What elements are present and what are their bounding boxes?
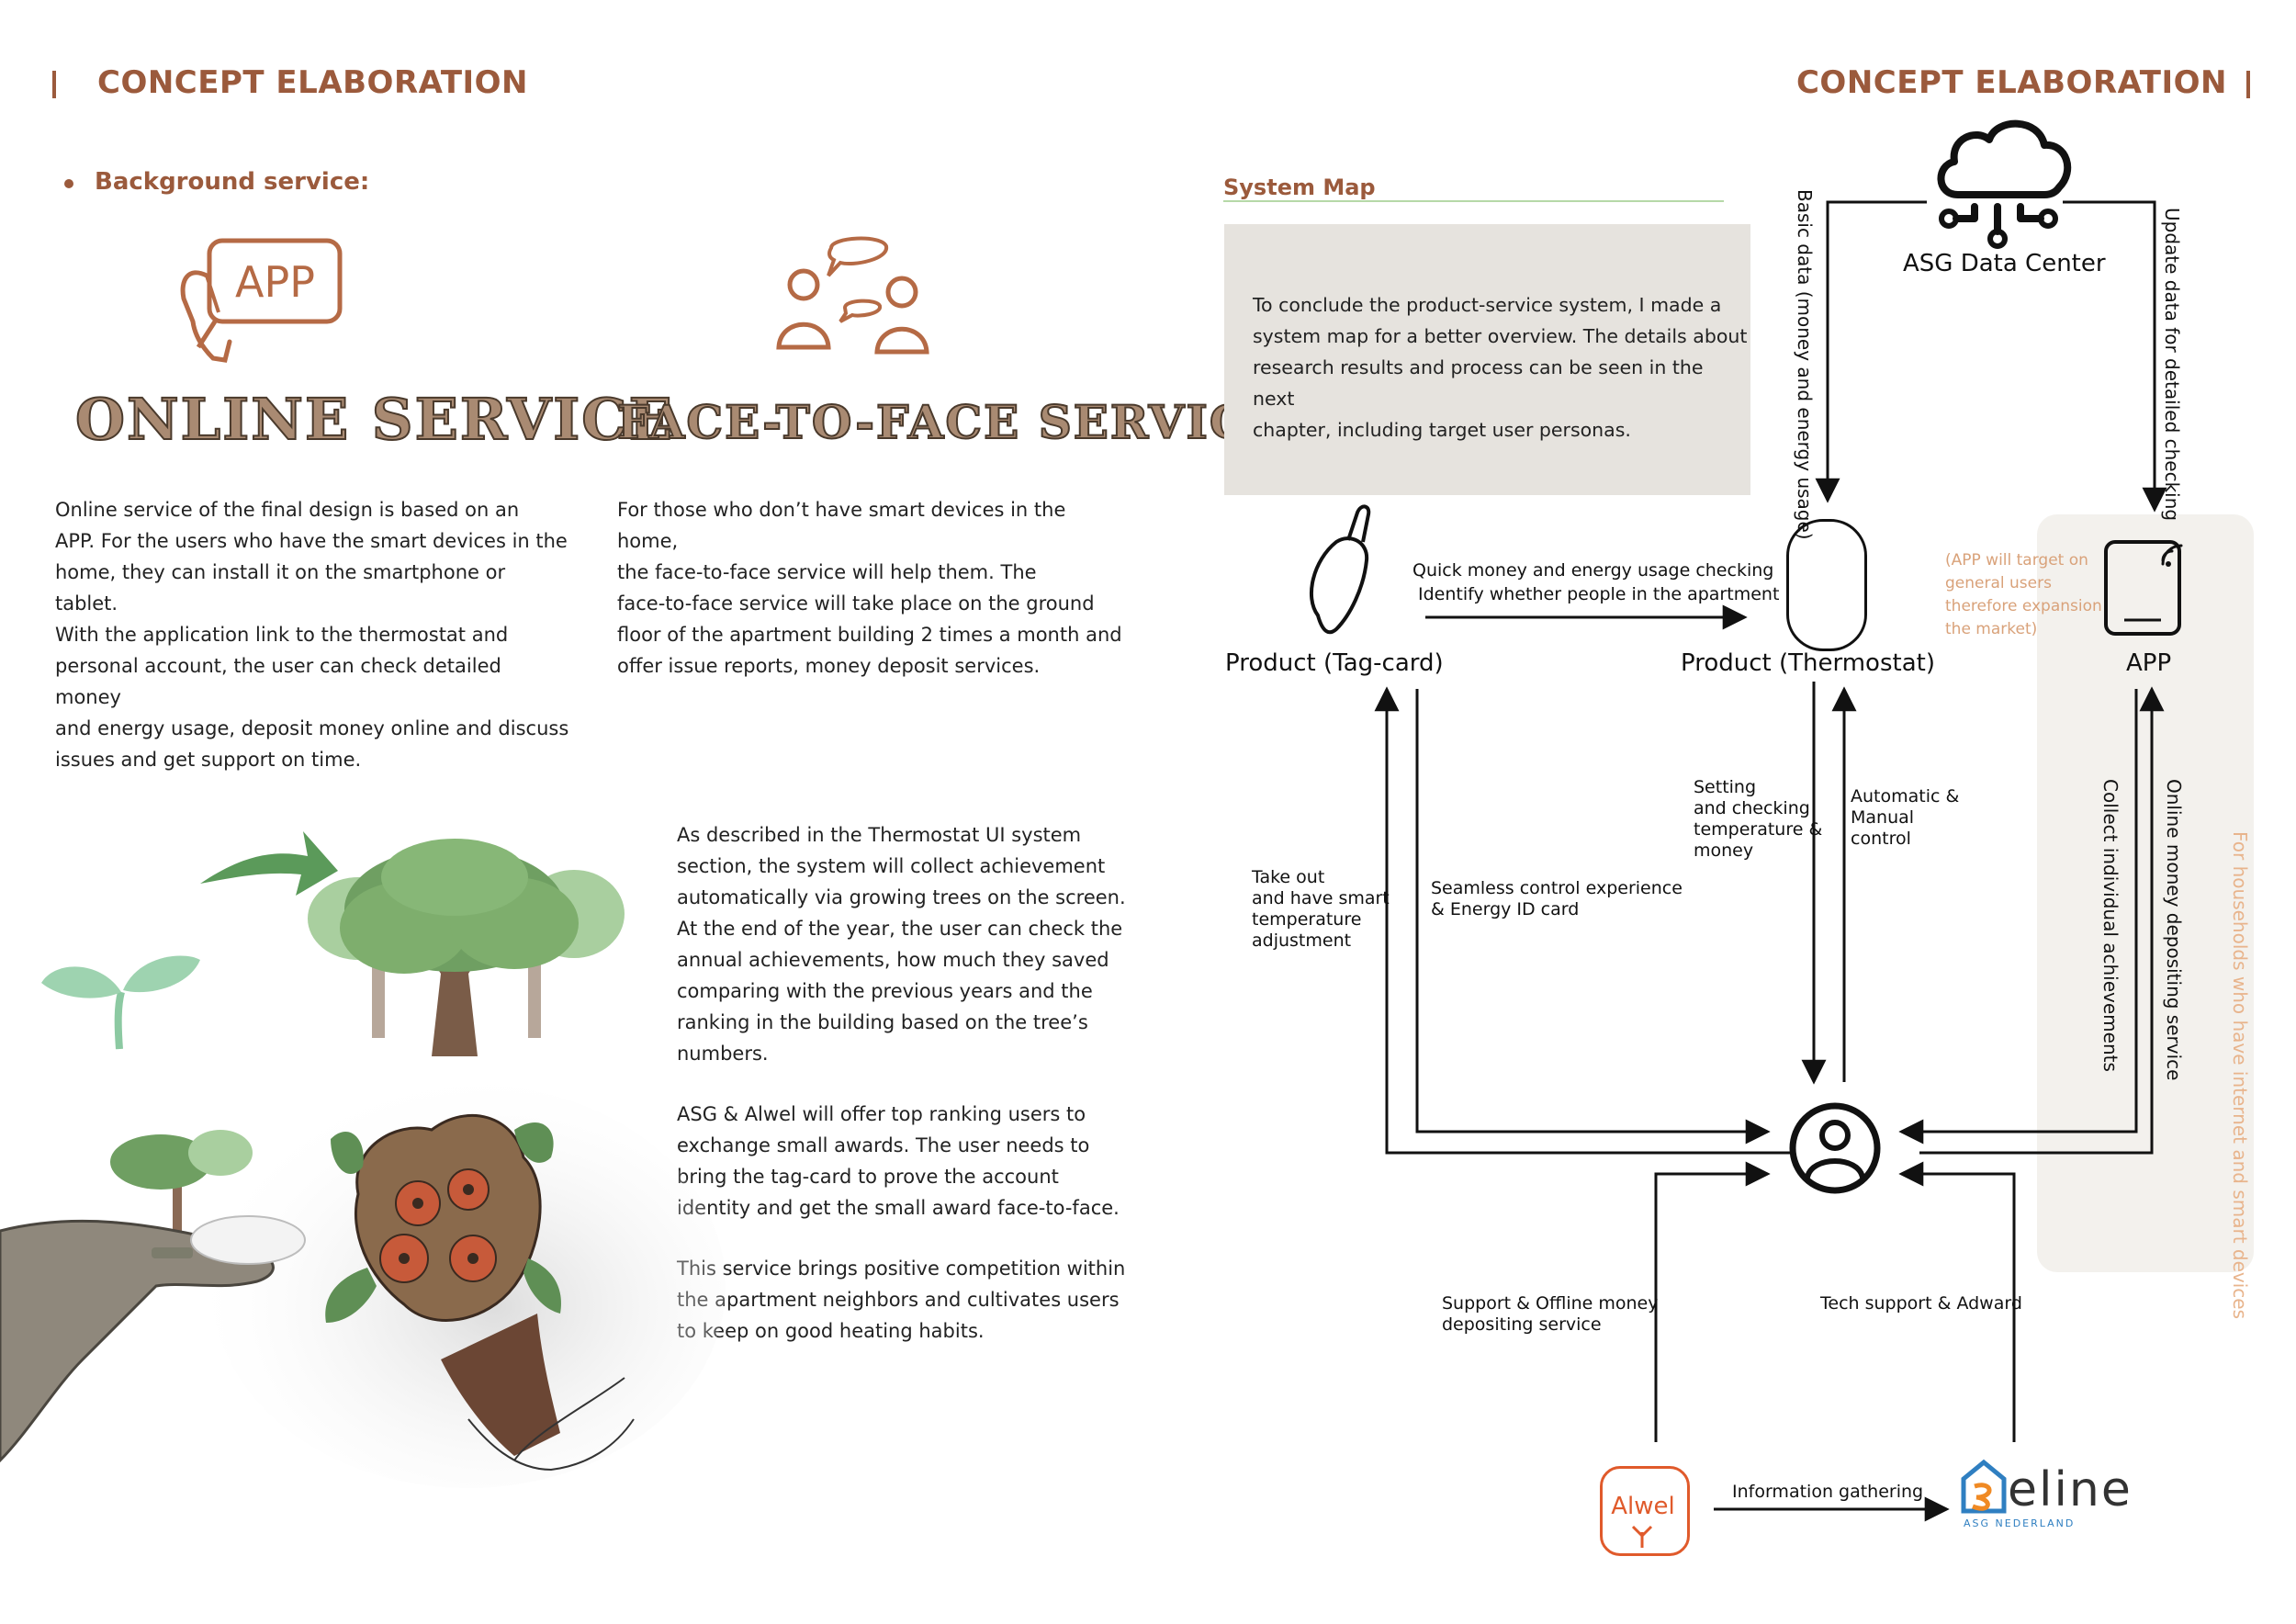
thermostat-icon xyxy=(1786,519,1867,651)
text-line: To conclude the product-service system, … xyxy=(1253,294,1722,316)
text-line: With the application link to the thermos… xyxy=(55,624,509,646)
text-line: (APP will target on xyxy=(1945,551,2088,570)
text-line: identity and get the small award face-to… xyxy=(677,1197,1120,1219)
face-to-face-title: FACE-TO-FACE SERVICE xyxy=(616,394,1285,450)
text-line: APP. For the users who have the smart de… xyxy=(55,530,568,552)
text-line: adjustment xyxy=(1252,930,1352,951)
text-line: system map for a better overview. The de… xyxy=(1253,325,1748,347)
text-line: As described in the Thermostat UI system xyxy=(677,824,1082,846)
text-line: control xyxy=(1851,829,1911,849)
award-text: ASG & Alwel will offer top ranking users… xyxy=(677,1099,1136,1224)
node-app: APP xyxy=(2126,649,2172,677)
text-line: ranking in the building based on the tre… xyxy=(677,1011,1088,1033)
label-tech-support: Tech support & Adward xyxy=(1820,1293,2022,1314)
bullet-dot xyxy=(64,179,73,188)
text-line: automatically via growing trees on the s… xyxy=(677,886,1126,908)
alwel-logo-text: Alwel xyxy=(1611,1493,1675,1520)
text-line: depositing service xyxy=(1442,1314,1602,1335)
label-households: For households who have internet and sma… xyxy=(2229,831,2251,1320)
page-title-left: CONCEPT ELABORATION xyxy=(97,64,529,101)
text-line: This service brings positive competition… xyxy=(677,1257,1126,1280)
label-online-deposit: Online money depositing service xyxy=(2163,779,2185,1081)
text-line: ASG & Alwel will offer top ranking users… xyxy=(677,1103,1086,1125)
text-line: therefore expansion xyxy=(1945,597,2102,615)
label-take-out: Take out and have smart temperature adju… xyxy=(1252,867,1390,952)
text-line: and energy usage, deposit money online a… xyxy=(55,717,569,739)
text-line: Manual xyxy=(1851,807,1915,828)
text-line: floor of the apartment building 2 times … xyxy=(617,624,1122,646)
online-service-title: ONLINE SERVICE xyxy=(74,385,674,454)
label-info-gathering: Information gathering xyxy=(1732,1482,1924,1502)
text-line: annual achievements, how much they saved xyxy=(677,949,1109,971)
node-tag-card: Product (Tag-card) xyxy=(1225,649,1444,677)
text-line: personal account, the user can check det… xyxy=(55,655,501,708)
intro-text: To conclude the product-service system, … xyxy=(1253,289,1749,445)
text-line: face-to-face service will take place on … xyxy=(617,592,1095,615)
eline-logo-subtext: ASG NEDERLAND xyxy=(1964,1517,2076,1529)
system-map-title: System Map xyxy=(1223,175,1376,200)
online-service-text: Online service of the final design is ba… xyxy=(55,494,569,775)
label-setting: Setting and checking temperature & money xyxy=(1694,777,1822,862)
alwel-logo xyxy=(1600,1466,1690,1556)
node-thermostat: Product (Thermostat) xyxy=(1681,649,1935,677)
text-line: chapter, including target user personas. xyxy=(1253,419,1631,441)
text-line: research results and process can be seen… xyxy=(1253,356,1704,410)
node-data-center: ASG Data Center xyxy=(1903,250,2106,277)
header-right-bar xyxy=(2246,71,2250,98)
text-line: Support & Offline money xyxy=(1442,1293,1659,1314)
text-line: Automatic & xyxy=(1851,786,1960,806)
label-basic-data: Basic data (money and energy usage) xyxy=(1794,189,1816,540)
text-line: temperature xyxy=(1252,909,1362,930)
text-line: general users xyxy=(1945,574,2052,592)
header-left-bar xyxy=(52,71,56,98)
text-line: For those who don’t have smart devices i… xyxy=(617,499,1066,552)
label-collect-achievements: Collect individual achievements xyxy=(2099,779,2122,1072)
label-app-target: (APP will target on general users theref… xyxy=(1945,549,2102,641)
label-update-data: Update data for detailed checking xyxy=(2161,208,2183,522)
system-map-underline xyxy=(1223,200,1724,202)
text-line: bring the tag-card to prove the account xyxy=(677,1166,1059,1188)
text-line: & Energy ID card xyxy=(1431,899,1580,919)
text-line: and checking xyxy=(1694,798,1810,818)
text-line: temperature & xyxy=(1694,819,1823,840)
text-line: money xyxy=(1694,840,1754,861)
bullet-background-service: Background service: xyxy=(95,168,370,196)
text-line: home, they can install it on the smartph… xyxy=(55,561,506,615)
label-seamless: Seamless control experience & Energy ID … xyxy=(1431,878,1683,920)
label-quick-check: Quick money and energy usage checking Id… xyxy=(1412,558,1779,606)
page-title-right: CONCEPT ELABORATION xyxy=(1795,64,2227,101)
text-line: Setting xyxy=(1694,777,1757,797)
label-support-offline: Support & Offline money depositing servi… xyxy=(1442,1293,1659,1336)
text-line: Identify whether people in the apartment xyxy=(1418,584,1780,604)
text-line: Online service of the final design is ba… xyxy=(55,499,520,521)
text-line: to keep on good heating habits. xyxy=(677,1320,985,1342)
eline-logo-text: eline xyxy=(2008,1462,2133,1517)
text-line: Quick money and energy usage checking xyxy=(1412,560,1774,581)
text-line: offer issue reports, money deposit servi… xyxy=(617,655,1041,677)
text-line: and have smart xyxy=(1252,888,1390,908)
text-line: Take out xyxy=(1252,867,1325,887)
competition-text: This service brings positive competition… xyxy=(677,1253,1136,1347)
achievement-text: As described in the Thermostat UI system… xyxy=(677,819,1136,1069)
text-line: issues and get support on time. xyxy=(55,749,362,771)
intro-box xyxy=(1224,224,1750,495)
face-service-text: For those who don’t have smart devices i… xyxy=(617,494,1131,682)
label-automatic: Automatic & Manual control xyxy=(1851,786,1959,850)
text-line: the face-to-face service will help them.… xyxy=(617,561,1037,583)
text-line: the market) xyxy=(1945,620,2038,638)
text-line: numbers. xyxy=(677,1043,769,1065)
text-line: the apartment neighbors and cultivates u… xyxy=(677,1289,1120,1311)
text-line: exchange small awards. The user needs to xyxy=(677,1134,1090,1156)
text-line: At the end of the year, the user can che… xyxy=(677,918,1123,940)
text-line: Seamless control experience xyxy=(1431,878,1683,898)
text-line: section, the system will collect achieve… xyxy=(677,855,1106,877)
app-icon-text: APP xyxy=(235,257,315,307)
text-line: comparing with the previous years and th… xyxy=(677,980,1093,1002)
